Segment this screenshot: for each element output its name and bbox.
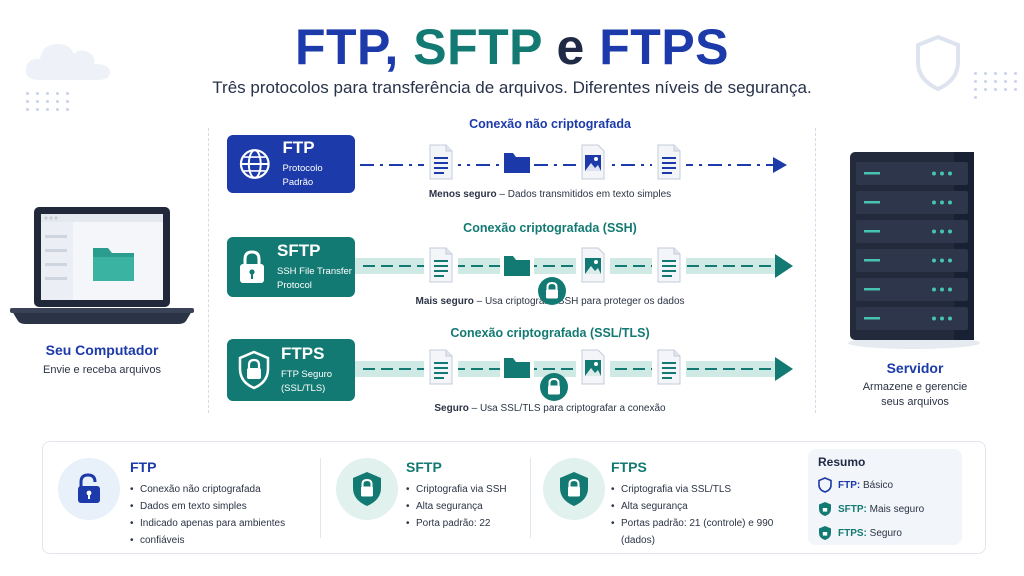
server-slot bbox=[856, 307, 968, 330]
ftp-connection-line bbox=[360, 157, 787, 173]
card-ftp-list: Conexão não criptografada Dados em texto… bbox=[130, 481, 310, 549]
list-item: Alta segurança bbox=[406, 498, 536, 515]
server-slot bbox=[856, 162, 968, 185]
card-ftps-title: FTPS bbox=[611, 459, 647, 475]
document-icon bbox=[652, 143, 686, 181]
server-slot bbox=[856, 220, 968, 243]
server-slot bbox=[856, 249, 968, 272]
list-item: Criptografia via SSL/TLS bbox=[611, 481, 801, 498]
ftp-box-title: FTP bbox=[282, 138, 315, 157]
ftps-connection-label: Conexão criptografada (SSL/TLS) bbox=[450, 326, 650, 340]
computer-desc: Envie e receba arquivos bbox=[42, 364, 161, 376]
document-icon bbox=[424, 143, 458, 181]
resumo-row-ftps: FTPS: Seguro bbox=[818, 521, 958, 545]
sftp-shield-circle bbox=[336, 458, 398, 520]
computer-title: Seu Computador bbox=[45, 342, 159, 358]
sftp-box-title: SFTP bbox=[277, 241, 321, 260]
separator bbox=[208, 128, 209, 413]
list-item: Indicado apenas para ambientes bbox=[130, 515, 310, 532]
shield-outline-icon bbox=[818, 477, 832, 493]
folder-icon bbox=[500, 246, 534, 284]
image-file-icon bbox=[576, 143, 610, 181]
page-subtitle: Três protocolos para transferência de ar… bbox=[212, 78, 812, 97]
ftps-box-title: FTPS bbox=[281, 344, 325, 363]
resumo-row-sftp: SFTP: Mais seguro bbox=[818, 497, 958, 521]
ftps-box-sub: FTP Seguro(SSL/TLS) bbox=[281, 369, 333, 394]
document-icon bbox=[424, 348, 458, 386]
server-slot bbox=[856, 278, 968, 301]
document-icon bbox=[424, 246, 458, 284]
dots-decoration bbox=[974, 72, 1019, 99]
card-divider bbox=[530, 458, 531, 538]
shield-lock-icon bbox=[560, 472, 588, 506]
list-item: Dados em texto simples bbox=[130, 498, 310, 515]
sftp-connection-label: Conexão criptografada (SSH) bbox=[463, 221, 637, 235]
globe-icon bbox=[239, 149, 270, 179]
document-icon bbox=[652, 348, 686, 386]
card-sftp-title: SFTP bbox=[406, 459, 442, 475]
server-icon bbox=[848, 152, 980, 349]
server-desc-line2: seus arquivos bbox=[881, 396, 949, 408]
server-desc-line1: Armazene e gerencie bbox=[862, 381, 968, 393]
shield-outline-icon bbox=[916, 34, 960, 92]
card-ftp-title: FTP bbox=[130, 459, 157, 475]
list-item: Criptografia via SSH bbox=[406, 481, 536, 498]
shield-lock-icon bbox=[819, 502, 831, 516]
sftp-tunnel bbox=[355, 254, 793, 278]
ftp-connection-label: Conexão não criptografada bbox=[469, 117, 631, 131]
image-file-icon bbox=[576, 348, 610, 386]
laptop-icon bbox=[10, 207, 194, 324]
folder-icon bbox=[500, 348, 534, 386]
ftp-box-sub: Protocolo Padrão bbox=[282, 163, 323, 188]
server-slot bbox=[856, 191, 968, 214]
shield-lock-icon bbox=[819, 526, 831, 540]
shield-lock-icon bbox=[238, 350, 270, 390]
image-file-icon bbox=[576, 246, 610, 284]
resumo-title: Resumo bbox=[818, 455, 866, 469]
ftps-shield-circle bbox=[543, 458, 605, 520]
server-title: Servidor bbox=[886, 360, 944, 376]
ftps-protocol-box: FTPS FTP Seguro(SSL/TLS) bbox=[227, 339, 355, 401]
card-sftp-list: Criptografia via SSH Alta segurança Port… bbox=[406, 481, 536, 532]
ftps-description: Seguro – Usa SSL/TLS para criptografar a… bbox=[434, 403, 666, 414]
lock-badge-icon bbox=[540, 373, 568, 401]
card-ftps-list: Criptografia via SSL/TLS Alta segurança … bbox=[611, 481, 801, 549]
document-icon bbox=[652, 246, 686, 284]
ftps-tunnel bbox=[355, 357, 793, 381]
ftp-description: Menos seguro – Dados transmitidos em tex… bbox=[428, 189, 672, 200]
shield-lock-icon bbox=[353, 472, 381, 506]
unlock-icon bbox=[78, 473, 100, 503]
lock-icon bbox=[240, 250, 264, 283]
resumo-row-ftp: FTP: Básico bbox=[818, 473, 958, 497]
lock-badge-icon bbox=[538, 277, 566, 305]
list-item: Alta segurança bbox=[611, 498, 801, 515]
separator bbox=[815, 128, 816, 413]
cloud-icon bbox=[25, 44, 110, 80]
resumo-panel bbox=[808, 449, 962, 545]
page-title: FTP, SFTP e FTPS bbox=[294, 19, 730, 75]
unlock-icon-circle bbox=[58, 458, 120, 520]
list-item: Porta padrão: 22 bbox=[406, 515, 536, 532]
list-item-continued: confiáveis bbox=[130, 532, 310, 549]
sftp-description: Mais seguro – Usa criptografia SSH para … bbox=[415, 296, 685, 307]
list-item: Portas padrão: 21 (controle) e 990 (dado… bbox=[611, 515, 801, 549]
folder-icon bbox=[500, 143, 534, 181]
list-item: Conexão não criptografada bbox=[130, 481, 310, 498]
dots-decoration bbox=[26, 92, 71, 111]
resumo-list: FTP: Básico SFTP: Mais seguro FTPS: Segu… bbox=[818, 473, 958, 545]
ftp-protocol-box: FTP Protocolo Padrão bbox=[227, 135, 355, 193]
card-divider bbox=[320, 458, 321, 538]
